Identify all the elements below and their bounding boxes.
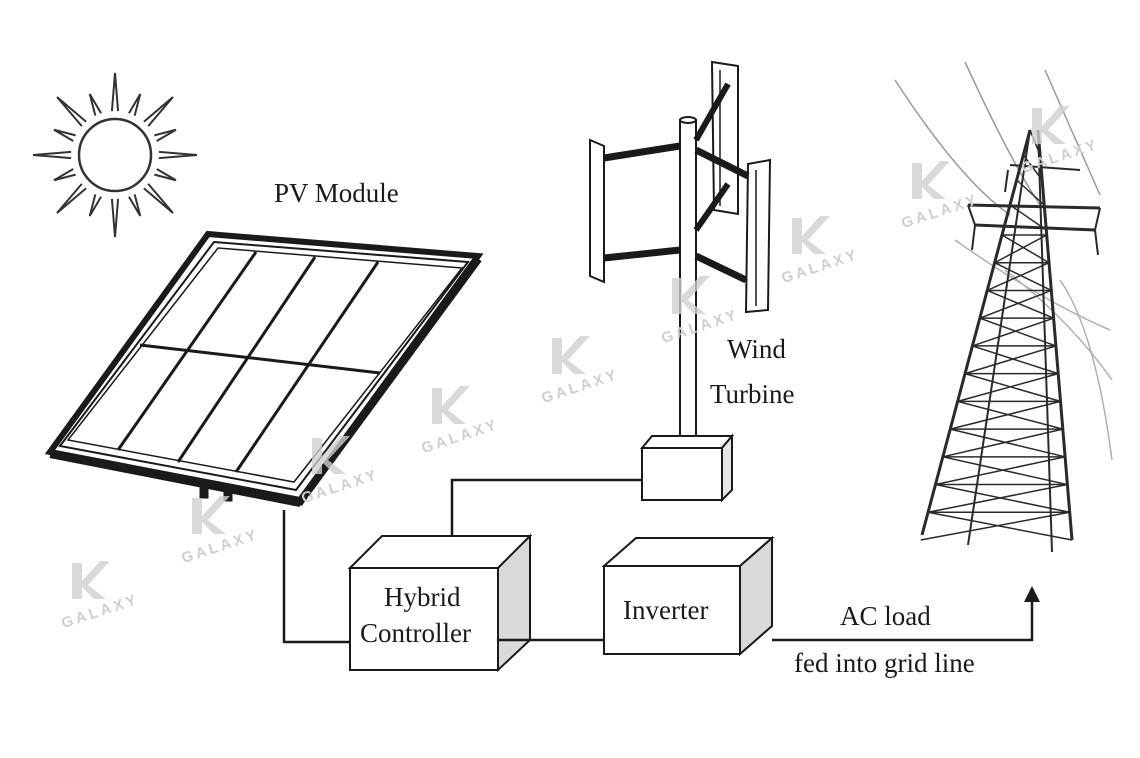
inverter-label: Inverter	[623, 595, 709, 625]
sun-ray	[128, 194, 142, 217]
watermark-logo-icon	[72, 561, 110, 599]
tower-brace	[979, 289, 1052, 319]
sun-ray	[88, 194, 102, 217]
wind-turbine-label-line1: Wind	[727, 334, 786, 364]
transmission-tower-icon	[894, 61, 1113, 553]
tower-brace	[1009, 204, 1047, 231]
hybrid-controller-label-line1: Hybrid	[384, 582, 461, 612]
arrow-up-icon	[1024, 586, 1040, 602]
tower-brace	[935, 483, 1070, 514]
sun-ray	[143, 183, 174, 214]
watermark-logo-icon	[432, 386, 470, 424]
tower-brace	[994, 262, 1052, 292]
tower-brace	[972, 317, 1054, 347]
sun-ray	[56, 96, 87, 127]
sun-ray	[53, 168, 76, 182]
tower-brace	[942, 428, 1063, 458]
tower-brace	[986, 289, 1054, 319]
connector-wires	[282, 478, 1034, 644]
tower-brace	[942, 456, 1068, 486]
sun-ray	[154, 128, 177, 142]
watermark-logo-icon	[1032, 106, 1070, 144]
watermark-logo-icon	[312, 436, 350, 474]
sun-ray	[56, 183, 87, 214]
sun-ray	[88, 93, 102, 116]
sun-ray	[128, 93, 142, 116]
sun-ray	[110, 198, 120, 238]
tower-brace	[994, 234, 1048, 264]
watermark-logo-icon	[552, 336, 590, 374]
tower-brace	[927, 483, 1068, 514]
watermark-logo-icon	[672, 276, 710, 314]
tower-brace	[935, 456, 1066, 486]
tower-brace	[964, 372, 1061, 403]
hybrid-controller-label-line2: Controller	[360, 618, 471, 648]
tower-brace	[957, 372, 1059, 403]
tower-brace	[927, 511, 1073, 541]
watermark-logo-icon	[912, 161, 950, 199]
tower-brace	[986, 262, 1050, 292]
tower-brace	[979, 317, 1057, 347]
sun-icon	[32, 72, 198, 238]
wind-turbine-label-line2: Turbine	[710, 379, 795, 409]
grid-line-label: fed into grid line	[794, 648, 975, 678]
solar-panel-icon	[44, 230, 484, 507]
sun-ray	[154, 168, 177, 182]
tower-brace	[1022, 154, 1043, 181]
wind-turbine-icon	[589, 60, 772, 503]
tower-brace	[950, 428, 1066, 458]
sun-ray	[53, 128, 76, 142]
pv-module-label: PV Module	[274, 178, 399, 208]
sun-ray	[158, 150, 198, 160]
tower-brace	[1016, 179, 1045, 206]
ac-load-label: AC load	[840, 601, 931, 631]
tower-brace	[1001, 234, 1050, 264]
watermark-logo-icon	[192, 496, 230, 534]
tower-brace	[957, 400, 1063, 430]
watermark-layer	[72, 106, 1070, 599]
hybrid-controller-box	[347, 533, 533, 673]
sun-ray	[32, 150, 72, 160]
inverter-box	[601, 535, 775, 657]
sun-ray	[110, 72, 120, 112]
tower-brace	[950, 400, 1061, 430]
tower-brace	[920, 511, 1070, 541]
tower-brace	[964, 345, 1057, 375]
watermark-logo-icon	[792, 216, 830, 254]
tower-brace	[972, 345, 1059, 375]
sun-ray	[143, 96, 174, 127]
